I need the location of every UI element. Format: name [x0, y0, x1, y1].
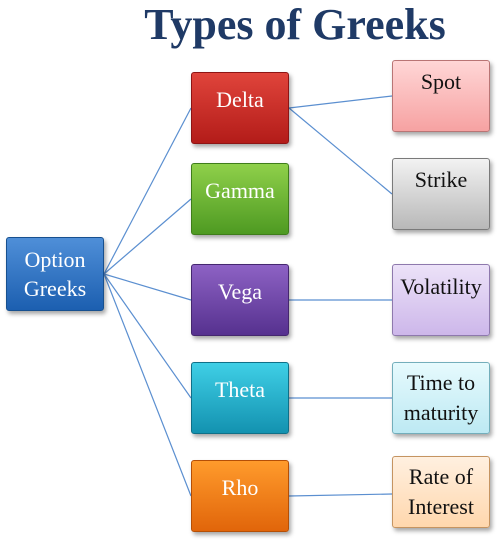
- node-vega-label: Vega: [218, 279, 262, 304]
- node-gamma-label: Gamma: [205, 178, 275, 203]
- node-theta: Theta: [191, 362, 289, 434]
- diagram-title: Types of Greeks: [144, 0, 446, 49]
- node-time-to-maturity: Time to maturity: [392, 362, 490, 434]
- connector-root-gamma: [103, 198, 192, 275]
- connector-root-vega: [103, 273, 192, 301]
- root-label-line2: Greeks: [23, 276, 87, 301]
- node-rate-label-line1: Rate of: [408, 464, 474, 489]
- connector-root-delta: [103, 107, 192, 275]
- node-rho-label: Rho: [221, 475, 259, 500]
- node-theta-label: Theta: [214, 377, 266, 402]
- node-strike-label: Strike: [414, 167, 468, 192]
- connector-root-rho: [103, 273, 192, 497]
- node-rate-label-line2: Interest: [408, 494, 474, 519]
- node-delta-label: Delta: [216, 87, 264, 112]
- node-spot: Spot: [392, 60, 490, 132]
- node-volatility: Volatility: [392, 264, 490, 336]
- node-time-label-line1: Time to: [406, 370, 476, 395]
- node-strike: Strike: [392, 158, 490, 230]
- node-gamma: Gamma: [191, 163, 289, 235]
- root-label-line1: Option: [24, 247, 86, 272]
- node-spot-label: Spot: [420, 69, 462, 94]
- node-delta: Delta: [191, 72, 289, 144]
- node-volatility-label: Volatility: [400, 274, 482, 299]
- node-vega: Vega: [191, 264, 289, 336]
- connector-delta-spot: [288, 95, 393, 109]
- root-node-option-greeks: Option Greeks: [6, 237, 104, 311]
- connector-delta-strike: [288, 107, 393, 195]
- connector-root-theta: [103, 273, 192, 399]
- node-rate-of-interest: Rate of Interest: [392, 456, 490, 528]
- node-rho: Rho: [191, 460, 289, 532]
- connector-rho-rate: [288, 493, 393, 497]
- node-time-label-line2: maturity: [403, 400, 479, 425]
